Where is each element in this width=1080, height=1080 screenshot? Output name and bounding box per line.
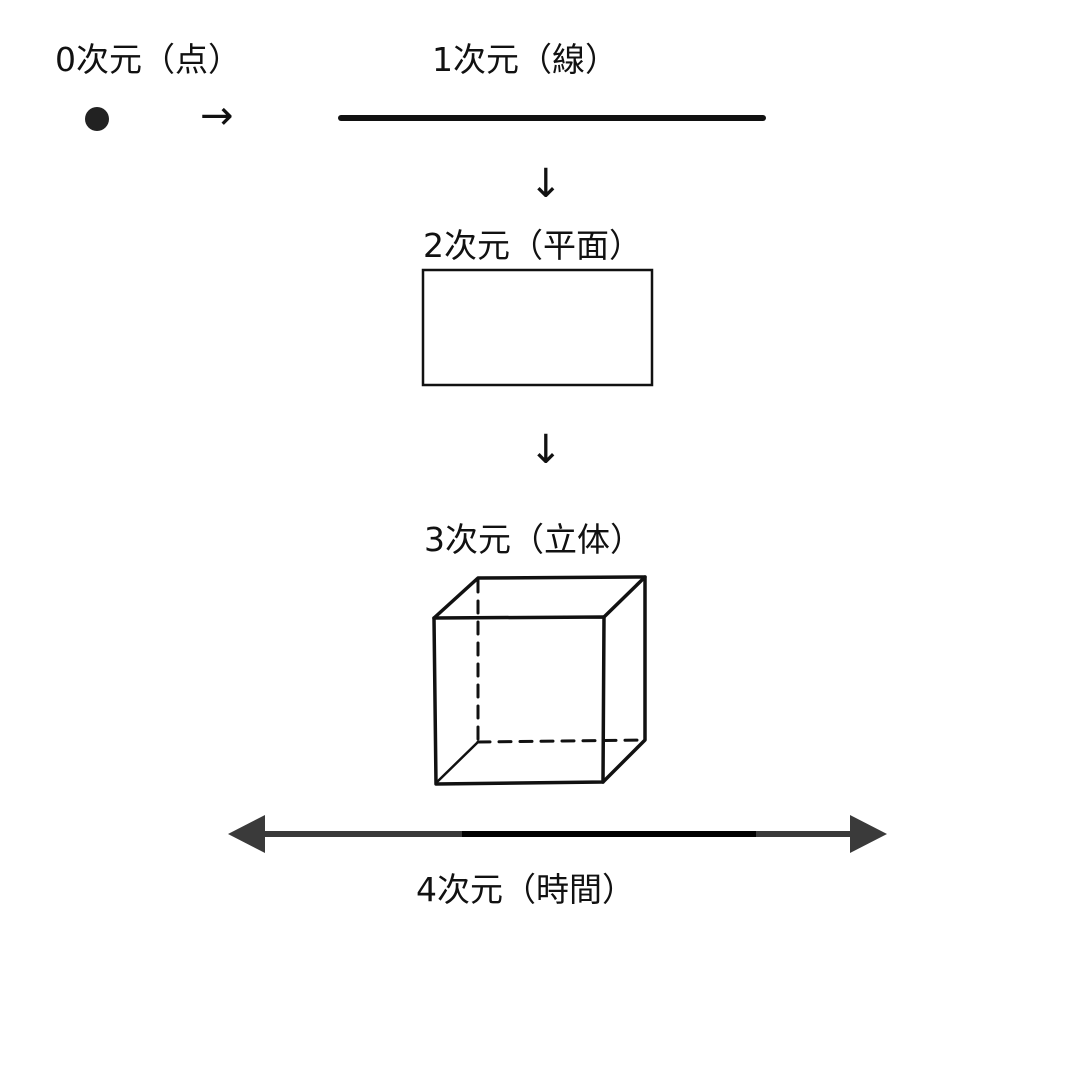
arrow-right-head-icon xyxy=(850,815,887,853)
cube-hidden-edge xyxy=(476,738,647,744)
plane-rectangle xyxy=(421,268,654,387)
cube-top-face xyxy=(432,575,647,620)
arrow-left-head-icon xyxy=(228,815,265,853)
cube-right-face xyxy=(601,575,647,784)
right-arrow-icon: → xyxy=(200,93,234,139)
label-0-dimension: 0次元（点） xyxy=(55,40,241,79)
cube xyxy=(432,575,647,786)
label-4-dimension: 4次元（時間） xyxy=(416,870,635,909)
point-dot xyxy=(85,107,109,131)
down-arrow-icon: ↓ xyxy=(529,427,563,473)
cube-hidden-edge xyxy=(434,740,480,785)
time-double-arrow xyxy=(228,815,887,853)
label-3-dimension: 3次元（立体） xyxy=(424,520,643,559)
label-1-dimension: 1次元（線） xyxy=(432,40,618,79)
down-arrow-icon: ↓ xyxy=(529,161,563,207)
label-2-dimension: 2次元（平面） xyxy=(423,226,642,265)
